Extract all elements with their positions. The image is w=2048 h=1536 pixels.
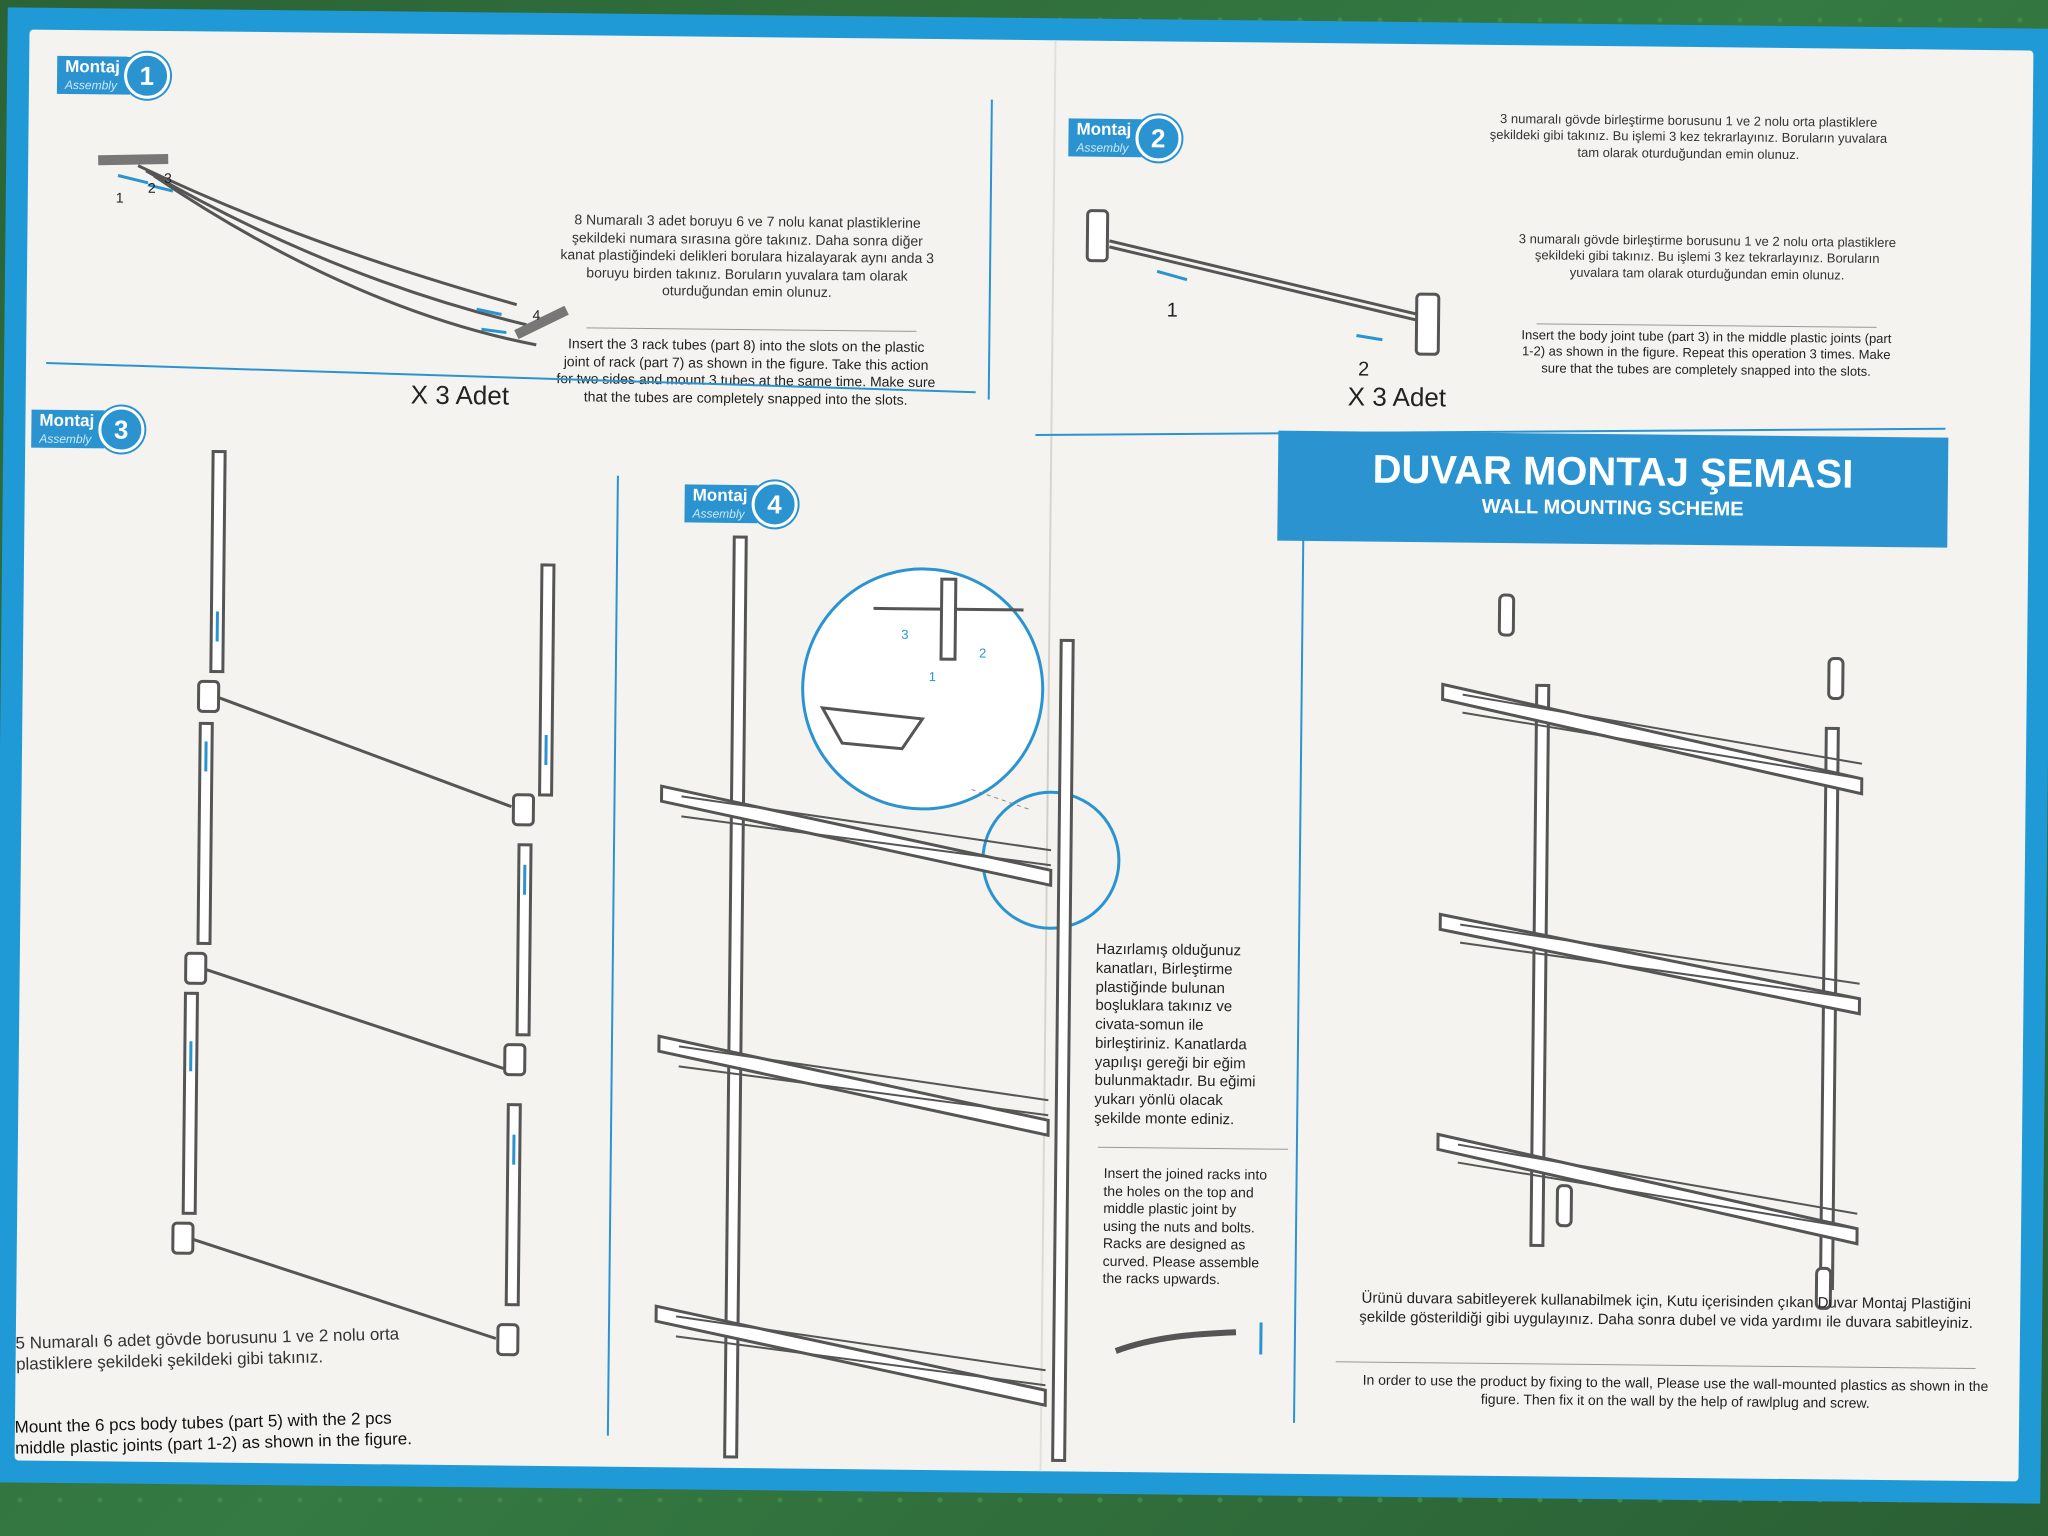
- step1-badge-sub: Assembly: [64, 77, 118, 93]
- wall-left-rule: [1293, 462, 1306, 1423]
- step2-qty: X 3 Adet: [1347, 381, 1447, 413]
- step4-divider: [1097, 1146, 1288, 1150]
- step1-text-en: Insert the 3 rack tubes (part 8) into th…: [556, 335, 936, 408]
- step4-illustration: 3 2 1: [654, 535, 1263, 1462]
- step4-detail-2: 2: [979, 646, 986, 661]
- step2-badge-label: Montaj: [1076, 119, 1132, 140]
- wall-title: DUVAR MONTAJ ŞEMASI: [1372, 447, 1854, 497]
- step4-detail-1: 1: [929, 669, 936, 684]
- step1-number: 1: [123, 52, 171, 100]
- step4-text-en: Insert the joined racks into the holes o…: [1102, 1164, 1268, 1288]
- step2-badge-sub: Assembly: [1076, 140, 1129, 156]
- step2-text-en: Insert the body joint tube (part 3) in t…: [1521, 327, 1892, 379]
- wall-subtitle: WALL MOUNTING SCHEME: [1481, 495, 1744, 521]
- step4-badge-label: Montaj: [692, 485, 748, 506]
- step2-part1: 1: [1167, 299, 1178, 321]
- wall-illustration: [1436, 593, 1864, 1310]
- step2-left-rule: [987, 99, 993, 400]
- step1-part4: 4: [533, 307, 541, 323]
- step3-number: 3: [97, 406, 145, 453]
- step1-part2: 2: [148, 180, 156, 196]
- step1-text-tr: 8 Numaralı 3 adet boruyu 6 ve 7 nolu kan…: [560, 211, 935, 300]
- step1-illustration: 1 2 3 4: [98, 154, 569, 347]
- step4-text-tr: Hazırlamış olduğunuz kanatları, Birleşti…: [1094, 940, 1256, 1128]
- step2-illustration: 1 2: [1085, 209, 1441, 381]
- step4-detail-3: 3: [901, 627, 908, 642]
- step1-part3: 3: [164, 170, 172, 186]
- step1-qty: X 3 Adet: [410, 379, 510, 411]
- wall-divider: [1335, 1361, 1976, 1369]
- step3-text-en: Mount the 6 pcs body tubes (part 5) with…: [14, 1408, 413, 1459]
- step2-text-tr-top: 3 numaralı gövde birleştirme borusunu 1 …: [1489, 110, 1888, 162]
- step3-illustration: [171, 449, 556, 1357]
- wall-text-tr: Ürünü duvara sabitleyerek kullanabilmek …: [1359, 1289, 1974, 1332]
- step2-number: 2: [1135, 115, 1182, 162]
- step2-text-tr: 3 numaralı gövde birleştirme borusunu 1 …: [1518, 231, 1897, 283]
- step3-badge-sub: Assembly: [39, 431, 92, 447]
- step1-badge-label: Montaj: [65, 56, 121, 77]
- step2-part2: 2: [1358, 358, 1369, 380]
- step1-part1: 1: [116, 189, 124, 205]
- step3-badge-label: Montaj: [39, 410, 95, 431]
- wall-banner: DUVAR MONTAJ ŞEMASI WALL MOUNTING SCHEME: [1277, 430, 1949, 548]
- wall-text-en: In order to use the product by fixing to…: [1362, 1371, 1989, 1411]
